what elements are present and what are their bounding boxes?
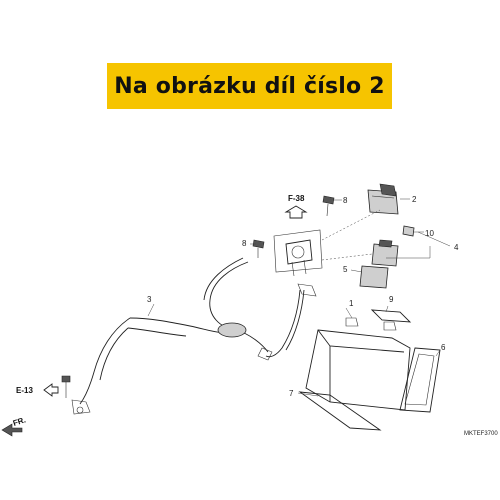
battery-sheet-part[interactable] bbox=[298, 391, 382, 431]
callout-3: 3 bbox=[147, 295, 152, 304]
part-2-fuse-box[interactable] bbox=[367, 183, 399, 215]
part-10-clip[interactable] bbox=[402, 225, 415, 237]
battery-plate-part[interactable] bbox=[370, 309, 412, 323]
battery-cable-part[interactable] bbox=[71, 257, 317, 415]
front-arrow-label: FR. bbox=[12, 415, 27, 428]
callout-7: 7 bbox=[289, 389, 294, 398]
title-text: Na obrázku díl číslo 2 bbox=[114, 73, 385, 99]
relay-bracket-part[interactable] bbox=[273, 229, 323, 277]
part-4-relay[interactable] bbox=[371, 239, 399, 267]
callout-1: 1 bbox=[349, 299, 354, 308]
diagram-code: MKTEF3700 bbox=[464, 431, 498, 437]
callout-9: 9 bbox=[389, 295, 394, 304]
front-arrow-icon bbox=[1, 423, 23, 437]
bolt-8-lower[interactable] bbox=[252, 239, 265, 258]
callout-8-lower: 8 bbox=[242, 239, 247, 248]
ref-e13-label: E-13 bbox=[16, 386, 33, 395]
battery-part[interactable] bbox=[305, 317, 411, 411]
ref-f38-arrow[interactable] bbox=[284, 205, 308, 219]
ref-e13-arrow[interactable] bbox=[43, 383, 59, 397]
title-banner: Na obrázku díl číslo 2 bbox=[107, 63, 392, 109]
callout-2: 2 bbox=[412, 195, 417, 204]
callout-8-upper: 8 bbox=[343, 196, 348, 205]
bolt-8-upper[interactable] bbox=[322, 195, 335, 217]
ref-f38-label: F-38 bbox=[288, 194, 305, 203]
callout-5: 5 bbox=[343, 265, 348, 274]
callout-6: 6 bbox=[441, 343, 446, 352]
battery-cover-part[interactable] bbox=[399, 347, 441, 413]
callout-10: 10 bbox=[425, 229, 434, 238]
bolt-e13[interactable] bbox=[61, 375, 71, 398]
callout-4: 4 bbox=[454, 243, 459, 252]
part-5-relay[interactable] bbox=[359, 265, 389, 289]
